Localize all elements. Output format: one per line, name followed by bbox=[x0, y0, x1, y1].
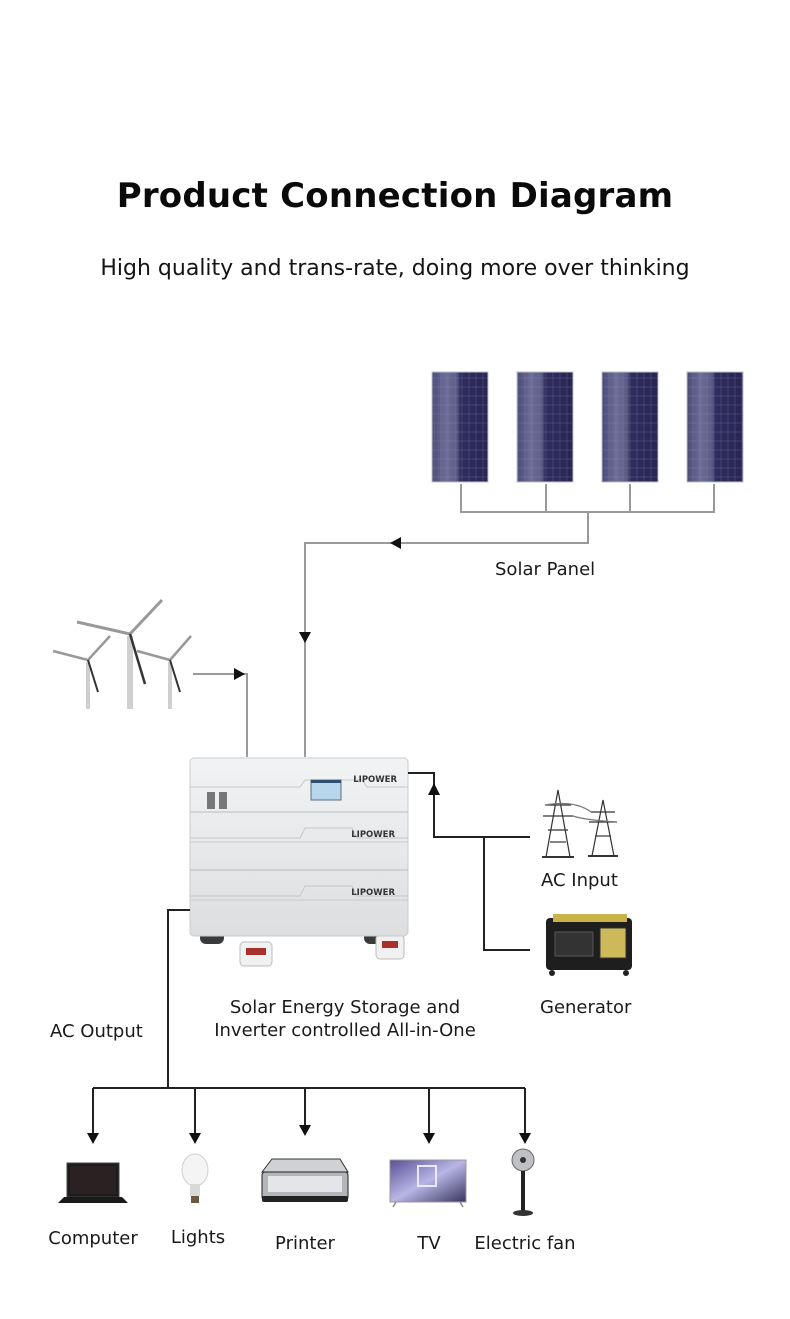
device-label-tv: TV bbox=[417, 1233, 441, 1254]
solar-panel-icon bbox=[686, 371, 744, 483]
energy-storage-unit: LIPOWER LIPOWER LIPOWER bbox=[189, 757, 409, 967]
solar-panel-icon bbox=[601, 371, 659, 483]
wind-wiring bbox=[193, 673, 248, 757]
page-subtitle: High quality and trans-rate, doing more … bbox=[100, 256, 690, 281]
printer-icon bbox=[260, 1158, 349, 1202]
power-tower-icon bbox=[542, 789, 618, 858]
arrow-down-icon bbox=[299, 1125, 311, 1136]
ac-input-wiring bbox=[408, 772, 530, 951]
arrow-down-icon bbox=[189, 1133, 201, 1144]
unit-label: Solar Energy Storage and Inverter contro… bbox=[190, 997, 500, 1041]
generator-icon bbox=[546, 914, 632, 976]
arrow-up-icon bbox=[428, 783, 440, 795]
solar-panel-label: Solar Panel bbox=[495, 559, 596, 580]
page-title: Product Connection Diagram bbox=[116, 176, 674, 216]
solar-panel-icon bbox=[431, 371, 489, 483]
arrow-right-icon bbox=[234, 668, 245, 680]
solar-panel-array bbox=[431, 371, 744, 483]
light-bulb-icon bbox=[181, 1153, 209, 1203]
device-label-lights: Lights bbox=[170, 1227, 226, 1248]
arrow-down-icon bbox=[299, 632, 311, 643]
device-label-printer: Printer bbox=[275, 1233, 335, 1254]
solar-panel-icon bbox=[516, 371, 574, 483]
solar-wiring bbox=[304, 484, 715, 757]
brand-logo: LIPOWER bbox=[351, 830, 395, 840]
arrow-down-icon bbox=[423, 1133, 435, 1144]
device-label-computer: Computer bbox=[48, 1228, 138, 1249]
brand-logo: LIPOWER bbox=[353, 775, 397, 785]
generator-label: Generator bbox=[540, 997, 632, 1018]
wind-turbine-icon bbox=[52, 635, 111, 709]
laptop-icon bbox=[58, 1162, 128, 1203]
arrow-down-icon bbox=[87, 1133, 99, 1144]
wind-turbine-icon bbox=[136, 635, 192, 709]
unit-label-line1: Solar Energy Storage and bbox=[229, 997, 461, 1018]
wind-turbine-icon bbox=[76, 598, 164, 709]
brand-logo: LIPOWER bbox=[351, 888, 395, 898]
ac-input-label: AC Input bbox=[541, 870, 618, 891]
fan-icon bbox=[511, 1148, 535, 1216]
arrow-down-icon bbox=[519, 1133, 531, 1144]
ac-output-label: AC Output bbox=[50, 1021, 143, 1042]
ac-output-wiring bbox=[92, 909, 526, 1136]
unit-label-line2: Inverter controlled All-in-One bbox=[214, 1020, 476, 1041]
arrow-left-icon bbox=[390, 537, 401, 549]
tv-icon bbox=[389, 1159, 467, 1208]
device-label-electric-fan: Electric fan bbox=[474, 1233, 576, 1254]
